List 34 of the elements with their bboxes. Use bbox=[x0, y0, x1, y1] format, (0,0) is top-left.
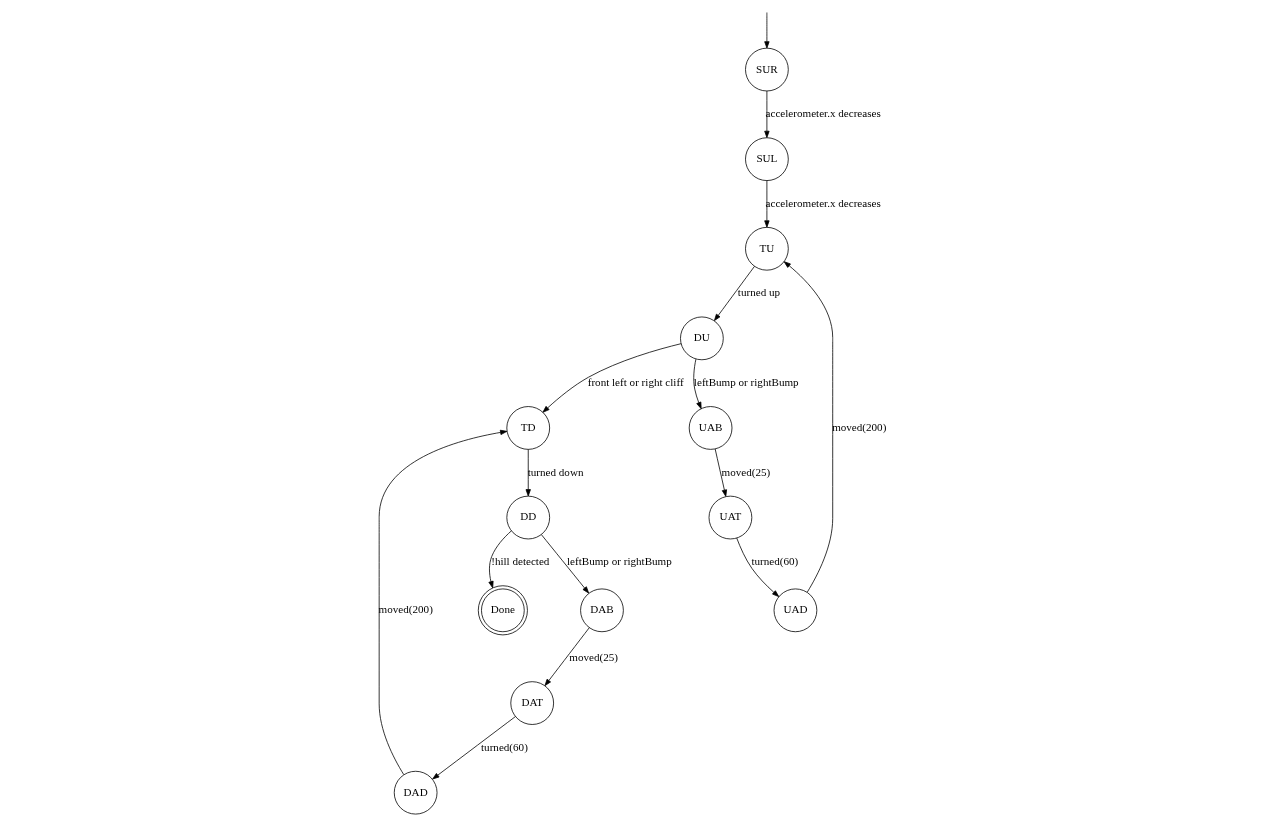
edge-label: front left or right cliff bbox=[587, 376, 684, 389]
arrow bbox=[378, 429, 508, 775]
edge-label: leftBump or rightBump bbox=[693, 376, 799, 389]
edge-label: moved(25) bbox=[721, 465, 771, 478]
edge-label: accelerometer.x decreases bbox=[765, 196, 881, 209]
arrow bbox=[783, 261, 834, 593]
edge-label: moved(25) bbox=[569, 651, 618, 664]
edge-label: turned(60) bbox=[751, 555, 799, 568]
edge-label: moved(200) bbox=[378, 603, 433, 616]
edge-label: leftBump or rightBump bbox=[567, 555, 672, 568]
arrow bbox=[541, 534, 590, 594]
arrow bbox=[525, 449, 531, 497]
node-circle: SUR bbox=[745, 47, 789, 92]
arrow bbox=[764, 90, 770, 138]
arrow bbox=[764, 180, 770, 228]
arrow bbox=[432, 716, 516, 780]
arrow bbox=[693, 358, 702, 410]
node-circle: DD bbox=[506, 495, 551, 540]
node-circle: SUL bbox=[745, 137, 789, 181]
arrow bbox=[544, 627, 590, 686]
node-circle: DU bbox=[680, 316, 724, 361]
node-circle: DAT bbox=[510, 681, 554, 725]
arrow bbox=[764, 12, 770, 49]
arrow bbox=[714, 265, 755, 321]
arrow bbox=[542, 343, 682, 413]
edge-label: !hill detected bbox=[491, 555, 550, 568]
edge-label: accelerometer.x decreases bbox=[765, 107, 881, 120]
arrow bbox=[488, 530, 512, 589]
arrow bbox=[736, 537, 780, 597]
edge-label: turned up bbox=[737, 286, 781, 299]
arrow bbox=[714, 448, 727, 497]
node-circle: UAT bbox=[708, 495, 753, 540]
edge-label: turned(60) bbox=[481, 740, 528, 753]
node-circle: UAB bbox=[688, 406, 733, 450]
